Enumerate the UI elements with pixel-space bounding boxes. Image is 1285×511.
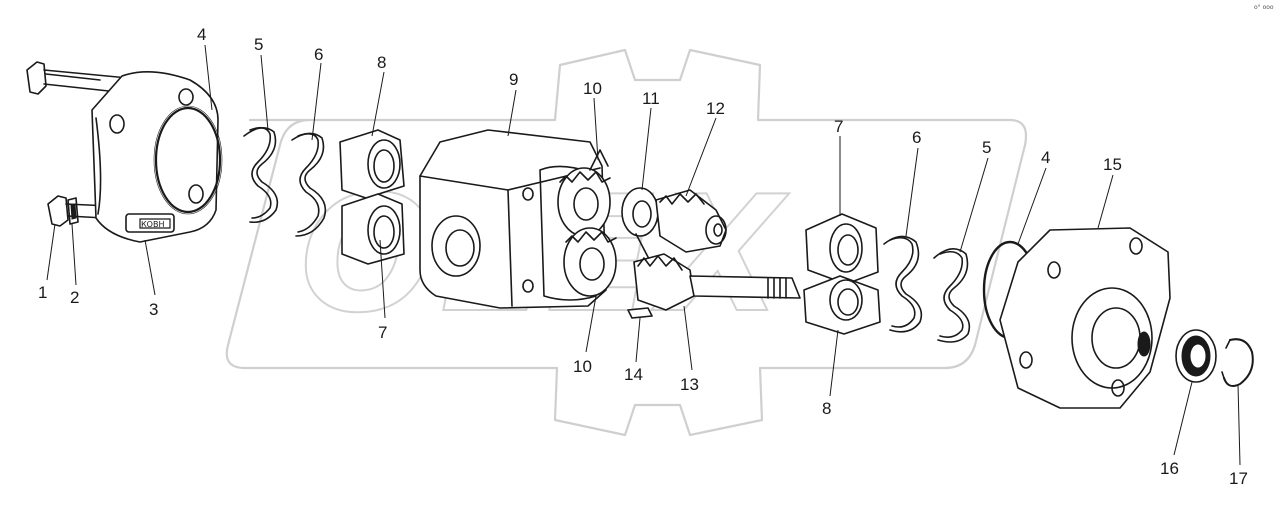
callout-12: 12 (706, 99, 725, 118)
callout-3: 3 (149, 300, 158, 319)
part-15-front-cover (999, 227, 1171, 409)
callout-11: 11 (642, 89, 660, 108)
callout-7: 7 (378, 323, 387, 342)
part-10-gear-upper (557, 149, 611, 237)
part-10-gear-lower (563, 227, 617, 297)
part-12-gear-shaft (655, 189, 727, 253)
callout-4: 4 (1041, 148, 1050, 167)
callout-10: 10 (573, 357, 592, 376)
part-13-drive-shaft (633, 253, 801, 311)
part-9-pump-body (419, 129, 607, 309)
callout-13: 13 (680, 375, 699, 394)
leader-lines (46, 44, 1241, 466)
part-8-bushing-left (339, 129, 405, 199)
callout-6: 6 (314, 45, 323, 64)
corner-mark: o° ooo (1254, 4, 1274, 11)
part-6-spring-left (291, 132, 327, 237)
part-5-spring-right (933, 248, 971, 343)
part-6-spring-right (883, 235, 923, 333)
callout-labels: 1 2 3 4 5 6 8 7 9 10 11 12 10 14 13 7 8 … (38, 25, 1248, 488)
callout-10: 10 (583, 79, 602, 98)
callout-7: 7 (834, 117, 843, 136)
part-4-o-ring-left (153, 105, 223, 215)
callout-5: 5 (254, 35, 263, 54)
watermark-gear-outline (225, 48, 1028, 437)
part-5-spring-left (243, 126, 279, 224)
part-7-bushing-left (341, 193, 405, 265)
callout-2: 2 (70, 288, 79, 307)
callout-16: 16 (1160, 459, 1179, 478)
callout-4: 4 (197, 25, 206, 44)
part-17-snap-ring (1221, 338, 1254, 387)
callout-5: 5 (982, 138, 991, 157)
callout-6: 6 (912, 128, 921, 147)
part-8-bushing-right (803, 275, 881, 335)
callout-1: 1 (38, 283, 47, 302)
part-2-washer (67, 197, 79, 225)
callout-9: 9 (509, 70, 518, 89)
svg-text:КОВН: КОВН (141, 220, 164, 229)
callout-15: 15 (1103, 155, 1122, 174)
part-14-key (627, 307, 653, 319)
callout-14: 14 (624, 365, 643, 384)
part-7-bushing-right (805, 213, 879, 285)
callout-17: 17 (1229, 469, 1248, 488)
part-16-oil-seal (1175, 329, 1217, 383)
part-3-rear-cover: КОВН (91, 71, 222, 243)
callout-8: 8 (377, 53, 386, 72)
callout-8: 8 (822, 399, 831, 418)
